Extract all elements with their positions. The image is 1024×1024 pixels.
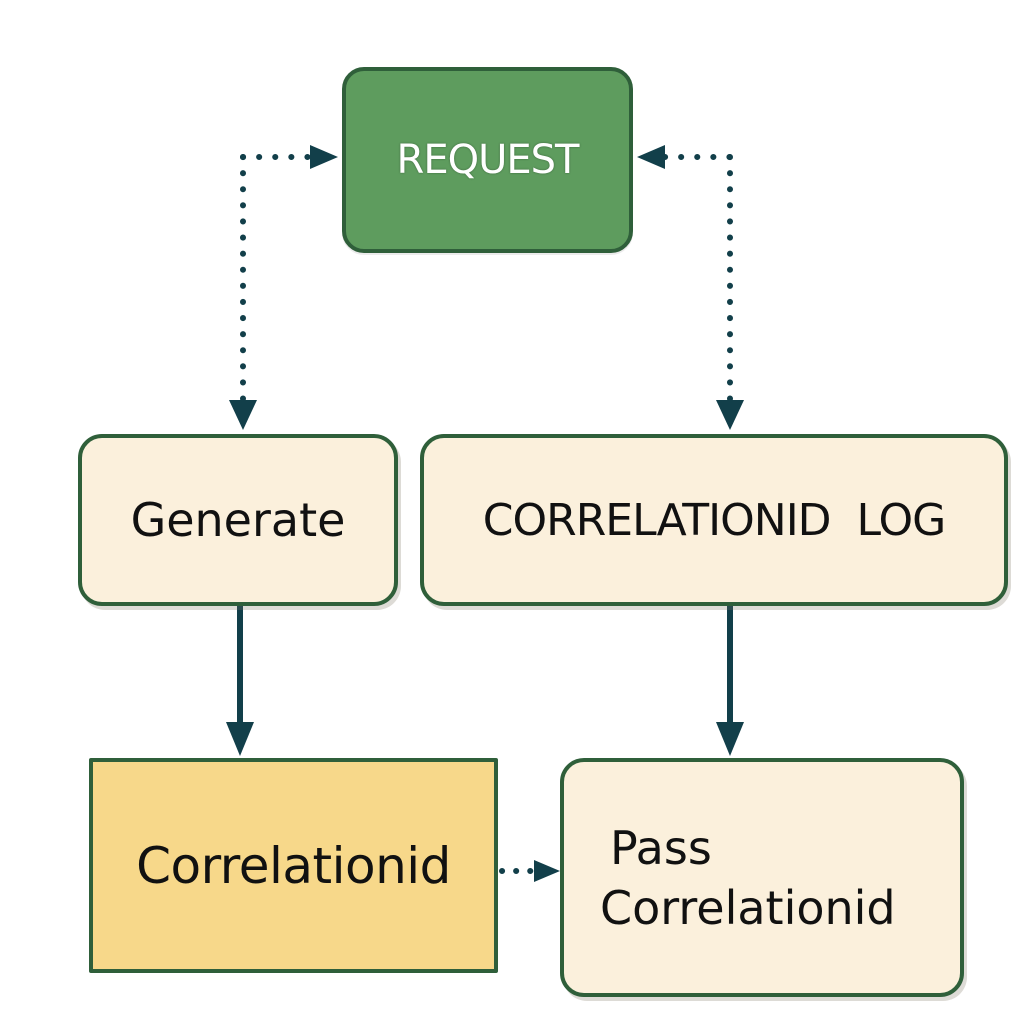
dotted-arrow-request-to-log	[637, 145, 744, 430]
request-label: REQUEST	[396, 137, 580, 183]
correlationid-label: Correlationid	[136, 836, 451, 895]
arrowhead-into-request-right	[637, 145, 665, 169]
correlationid-log-label: CORRELATIONID LOG	[482, 494, 946, 546]
solid-arrow-generate-to-correlationid	[226, 606, 254, 756]
dotted-arrow-correlationid-to-pass	[499, 860, 560, 882]
dotted-arrow-request-to-generate	[229, 145, 338, 430]
arrowhead-into-request-left	[310, 145, 338, 169]
pass-correlationid-node: Pass Correlationid	[560, 758, 964, 997]
pass-label-line2: Correlationid	[600, 880, 896, 935]
arrowhead-into-generate	[229, 400, 257, 430]
correlationid-node: Correlationid	[89, 758, 498, 973]
generate-node: Generate	[78, 434, 398, 606]
request-node: REQUEST	[342, 67, 633, 253]
pass-label-line1: Pass	[610, 820, 712, 875]
generate-label: Generate	[130, 493, 346, 547]
arrowhead-into-log	[716, 400, 744, 430]
solid-arrow-log-to-pass	[716, 606, 744, 756]
correlationid-log-node: CORRELATIONID LOG	[420, 434, 1008, 606]
